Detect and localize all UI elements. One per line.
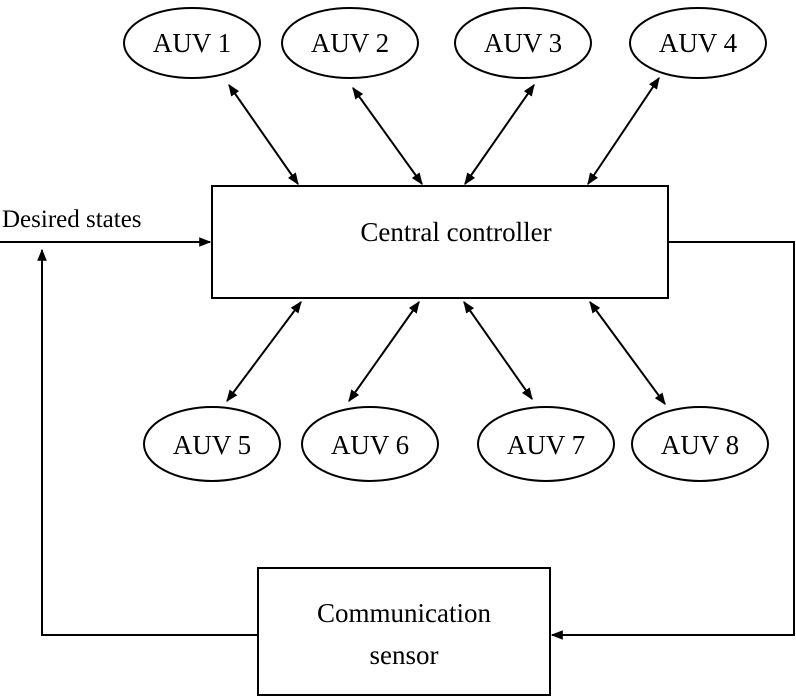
auv-2-label: AUV 2 xyxy=(311,28,389,58)
auv-6-node: AUV 6 xyxy=(301,406,439,482)
link-controller-auv8 xyxy=(589,301,666,405)
link-controller-auv7 xyxy=(463,301,533,400)
central-controller-label: Central controller xyxy=(360,217,551,247)
auv-5-label: AUV 5 xyxy=(173,430,251,460)
auv-6-label: AUV 6 xyxy=(331,430,409,460)
auv-4-node: AUV 4 xyxy=(629,7,767,79)
auv-7-node: AUV 7 xyxy=(477,406,615,482)
controller-to-sensor-path xyxy=(550,241,795,640)
link-controller-auv5 xyxy=(226,301,302,402)
link-auv4-controller xyxy=(587,77,660,185)
communication-sensor-node: Communication sensor xyxy=(257,567,551,696)
auv-1-label: AUV 1 xyxy=(153,28,231,58)
link-auv1-controller xyxy=(228,84,299,185)
auv-7-label: AUV 7 xyxy=(507,430,585,460)
auv-5-node: AUV 5 xyxy=(143,406,281,482)
auv-3-label: AUV 3 xyxy=(484,28,562,58)
auv-1-node: AUV 1 xyxy=(123,7,261,79)
link-controller-auv6 xyxy=(348,301,420,402)
desired-states-label: Desired states xyxy=(2,206,142,233)
auv-4-label: AUV 4 xyxy=(659,28,738,58)
auv-2-node: AUV 2 xyxy=(281,7,419,79)
central-controller-node: Central controller xyxy=(211,185,669,299)
auv-8-label: AUV 8 xyxy=(661,430,739,460)
communication-sensor-label-line2: sensor xyxy=(370,640,439,670)
link-auv2-controller xyxy=(352,87,423,185)
auv-3-node: AUV 3 xyxy=(454,7,592,79)
communication-sensor-label-line1: Communication xyxy=(317,598,491,628)
auv-8-node: AUV 8 xyxy=(631,406,769,482)
link-auv3-controller xyxy=(464,84,535,185)
sensor-feedback-path xyxy=(37,248,258,636)
